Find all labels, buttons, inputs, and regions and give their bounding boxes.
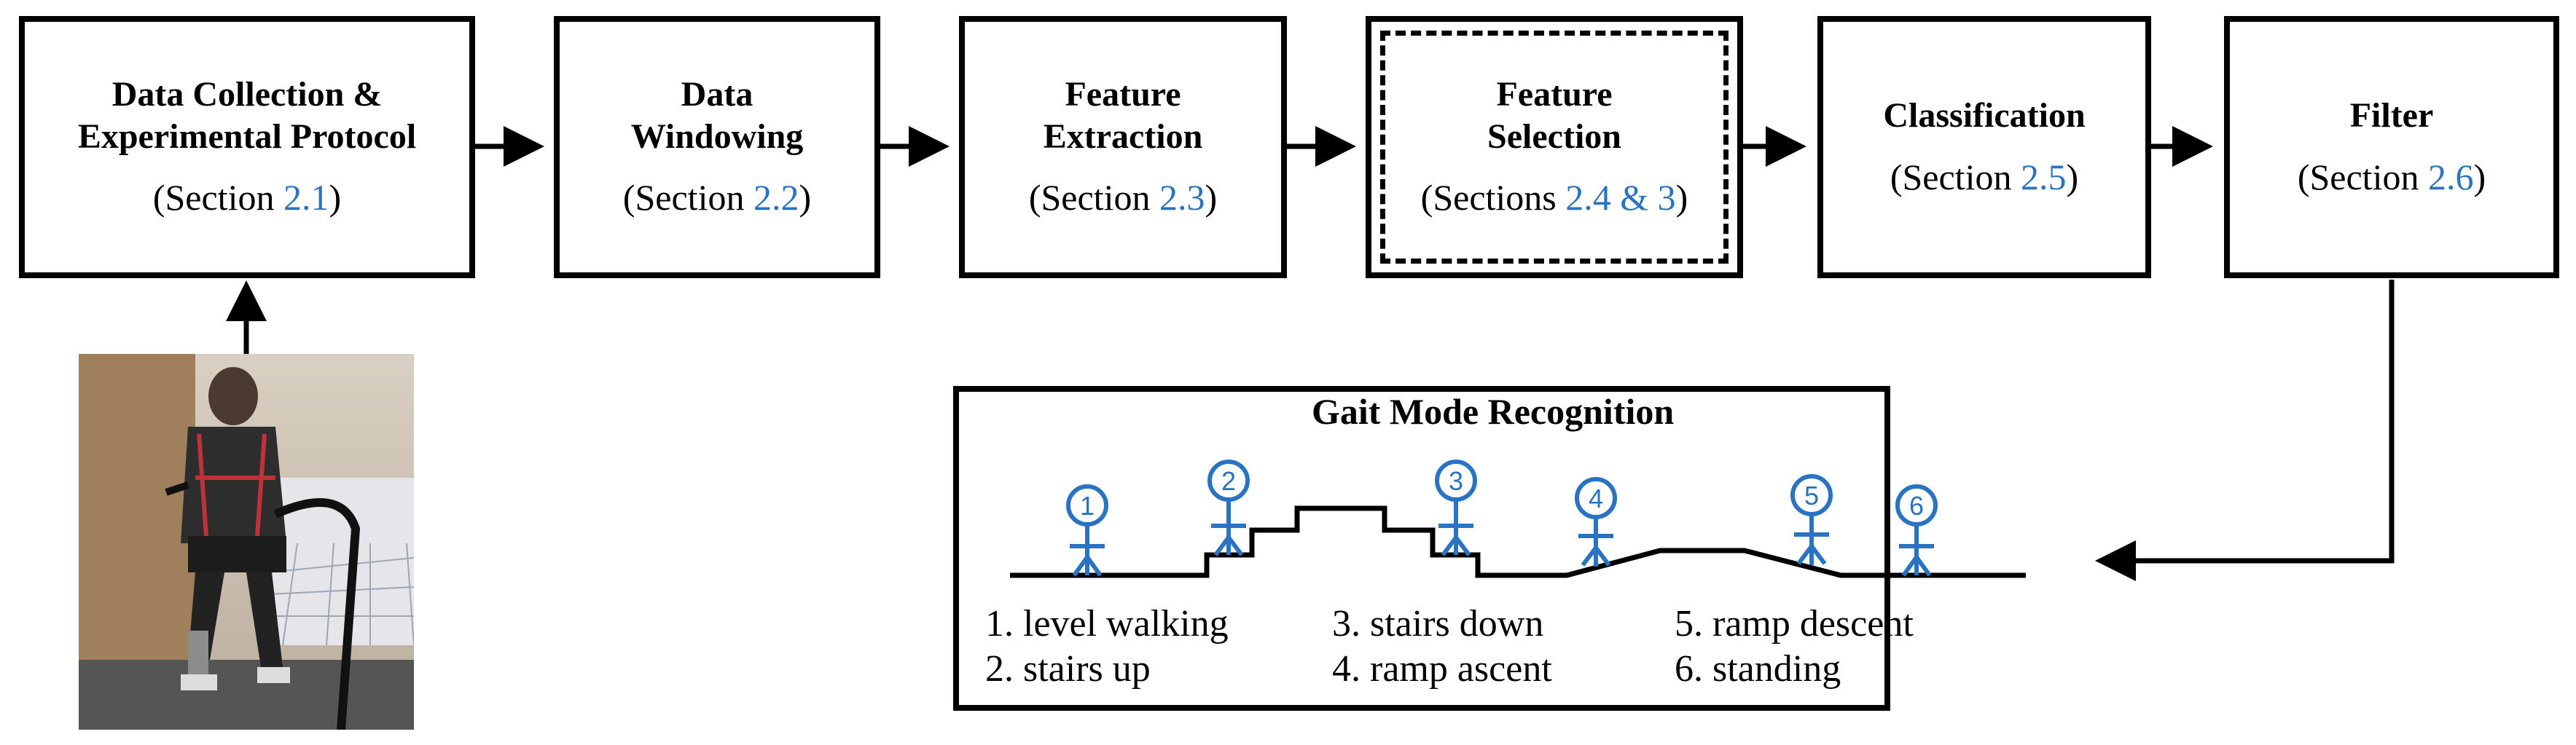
box-data-collection: Data Collection &Experimental Protocol (… [19,16,475,278]
section-ref: (Section 2.3) [1028,177,1218,218]
arrow-filter-to-gait [2095,280,2395,581]
section-ref: (Sections 2.4 & 3) [1420,177,1688,218]
marker-2-label: 2 [1221,466,1236,496]
box-classification: Classification (Section 2.5) [1817,16,2151,278]
marker-5-label: 5 [1804,481,1819,511]
gait-panel-title: Gait Mode Recognition [1312,391,1675,432]
marker-4-label: 4 [1589,484,1603,513]
legend-item-stairs-up: 2. stairs up [985,648,1151,690]
walker-3-icon [1435,460,1477,556]
section-ref: (Section 2.6) [2297,156,2486,197]
box-title: Filter [2349,95,2434,135]
marker-6-label: 6 [1909,491,1924,521]
box-filter: Filter (Section 2.6) [2224,16,2559,278]
marker-1-label: 1 [1080,491,1095,521]
section-ref: (Section 2.1) [152,177,342,218]
walker-6-icon [1895,484,1938,577]
dashed-border [1380,31,1729,264]
legend-item-standing: 6. standing [1675,648,1841,690]
walker-5-icon [1790,474,1833,565]
section-ref: (Section 2.5) [1890,156,2079,197]
walker-2-icon [1207,460,1250,556]
legend-item-ramp-ascent: 4. ramp ascent [1332,648,1552,690]
legend-item-ramp-descent: 5. ramp descent [1675,603,1914,645]
box-title: Data Collection &Experimental Protocol [77,75,417,156]
marker-3-label: 3 [1449,466,1463,496]
walker-1-icon [1066,484,1108,577]
gait-markers [1066,460,1938,577]
box-title: Classification [1883,95,2086,135]
participant-photo [79,354,414,730]
legend-item-stairs-down: 3. stairs down [1332,603,1544,645]
section-ref: (Section 2.2) [622,177,812,218]
terrain-profile [1010,505,2026,578]
legend-item-level-walking: 1. level walking [985,603,1229,645]
walker-4-icon [1575,477,1617,567]
